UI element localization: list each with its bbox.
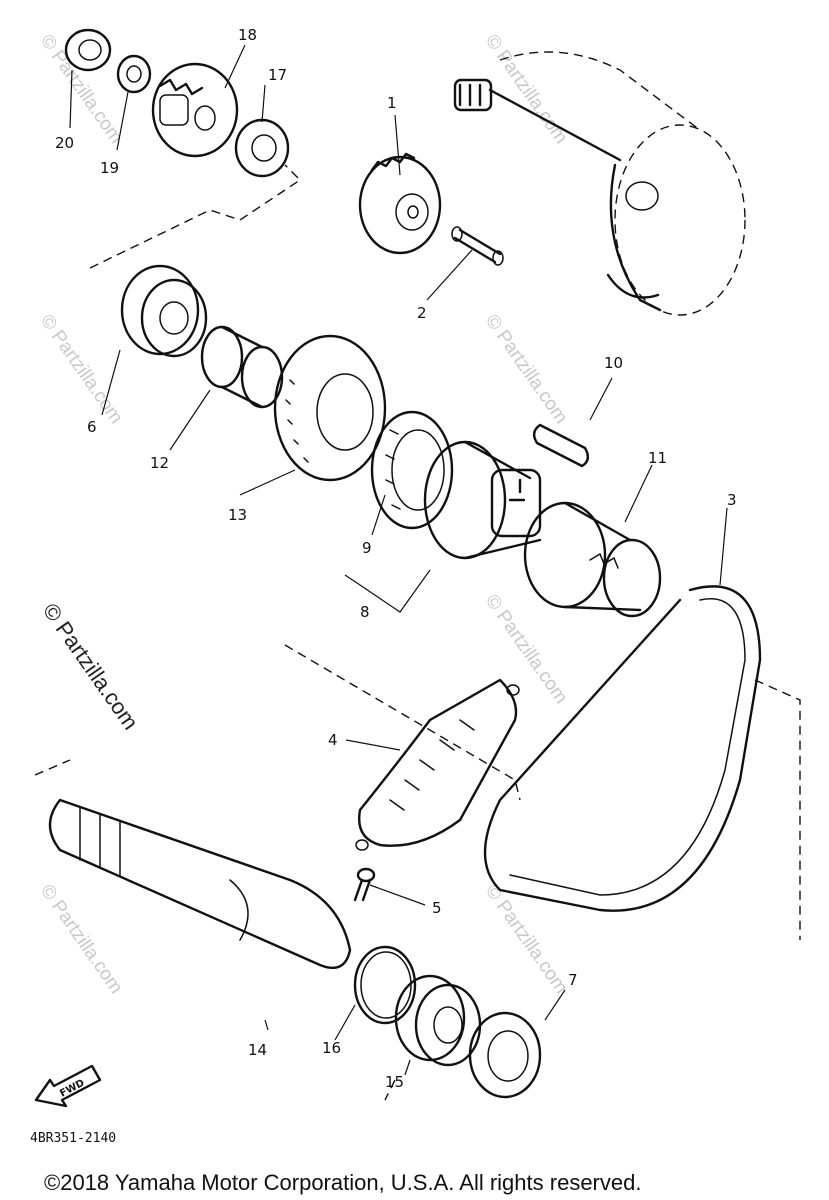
callout-19: 19 (100, 159, 119, 177)
forward-arrow-icon (34, 1064, 102, 1108)
alignment-lines (89, 164, 521, 1101)
part-2-shaft (451, 226, 504, 266)
part-4-chain-guide (355, 678, 520, 851)
callout-1: 1 (387, 94, 397, 112)
forward-arrow: FWD (34, 1064, 102, 1108)
callout-15: 15 (385, 1073, 404, 1091)
part-15-bearing (394, 974, 482, 1067)
callout-10: 10 (604, 354, 623, 372)
part-16-o-ring (353, 945, 417, 1025)
watermark-text: © Partzilla.com (481, 311, 572, 428)
callout-16: 16 (322, 1039, 341, 1057)
part-8-starter-clutch (423, 440, 542, 560)
watermark-text: © Partzilla.com (481, 881, 572, 998)
watermark-text: © Partzilla.com (36, 311, 127, 428)
part-19-washer (116, 54, 152, 94)
callout-9: 9 (362, 539, 372, 557)
callout-17: 17 (268, 66, 287, 84)
callout-8: 8 (360, 603, 370, 621)
callout-14: 14 (248, 1041, 267, 1059)
part-13-starter-wheel (273, 334, 387, 482)
callout-12: 12 (150, 454, 169, 472)
part-17-bearing (234, 118, 290, 178)
callout-4: 4 (328, 731, 338, 749)
starter-motor (453, 51, 746, 316)
callout-6: 6 (87, 418, 97, 436)
callout-7: 7 (568, 971, 578, 989)
callout-labels: 1 2 3 4 5 6 7 8 9 10 11 12 13 14 15 16 1… (55, 26, 737, 1091)
watermark-text: © Partzilla.com (36, 31, 127, 148)
callout-2: 2 (417, 304, 427, 322)
part-12-collar (200, 325, 284, 409)
watermark-text: © Partzilla.com (481, 31, 572, 148)
callout-3: 3 (727, 491, 737, 509)
part-7-oil-seal (468, 1011, 542, 1099)
part-14-shaft (34, 759, 352, 970)
watermark-text-main: © Partzilla.com (38, 599, 144, 735)
callout-5: 5 (432, 899, 442, 917)
part-20-bearing (64, 28, 112, 72)
part-5-bolt (353, 867, 376, 902)
callout-18: 18 (238, 26, 257, 44)
part-18-idler-gear (151, 62, 239, 158)
part-3-chain (483, 585, 801, 940)
part-1-gear (358, 152, 442, 255)
part-11-gear (523, 501, 662, 618)
diagram-code: 4BR351-2140 (30, 1131, 116, 1146)
callout-13: 13 (228, 506, 247, 524)
part-9-one-way-clutch (370, 410, 454, 530)
watermark-text: © Partzilla.com (481, 591, 572, 708)
callout-20: 20 (55, 134, 74, 152)
copyright-footer: ©2018 Yamaha Motor Corporation, U.S.A. A… (44, 1170, 641, 1195)
callout-11: 11 (648, 449, 667, 467)
leader-lines (69, 44, 728, 1076)
part-6-bearing (120, 264, 208, 358)
watermark-text: © Partzilla.com (36, 881, 127, 998)
part-10-key (532, 423, 590, 468)
